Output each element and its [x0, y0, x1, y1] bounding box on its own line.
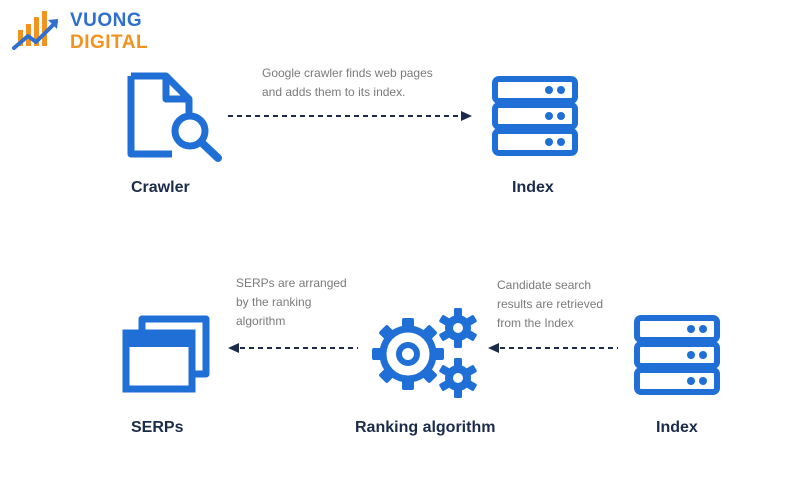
gears-icon — [372, 308, 477, 398]
dashed-arrow-right — [228, 111, 472, 121]
index-label-top: Index — [512, 179, 554, 196]
index-arrow-note: Candidate search results are retrieved f… — [497, 278, 604, 330]
brand-logo: VUONG DIGITAL — [12, 6, 162, 56]
crawler-label: Crawler — [131, 179, 190, 196]
chart-growth-icon — [12, 11, 58, 50]
brand-name-line1: VUONG — [70, 10, 143, 31]
server-stack-icon — [634, 315, 720, 395]
ranking-algorithm-label: Ranking algorithm — [355, 419, 496, 436]
windows-stack-icon — [122, 315, 210, 393]
dashed-arrow-left-ranking — [488, 343, 618, 353]
index-label-bottom: Index — [656, 419, 698, 436]
crawler-arrow-note: Google crawler finds web pages and adds … — [262, 66, 433, 99]
server-stack-icon — [492, 76, 578, 156]
serps-label: SERPs — [131, 419, 184, 436]
serps-arrow-note: SERPs are arranged by the ranking algori… — [236, 276, 347, 328]
dashed-arrow-left-serps — [228, 343, 358, 353]
document-search-icon — [127, 72, 222, 162]
brand-name-line2: DIGITAL — [70, 32, 149, 53]
